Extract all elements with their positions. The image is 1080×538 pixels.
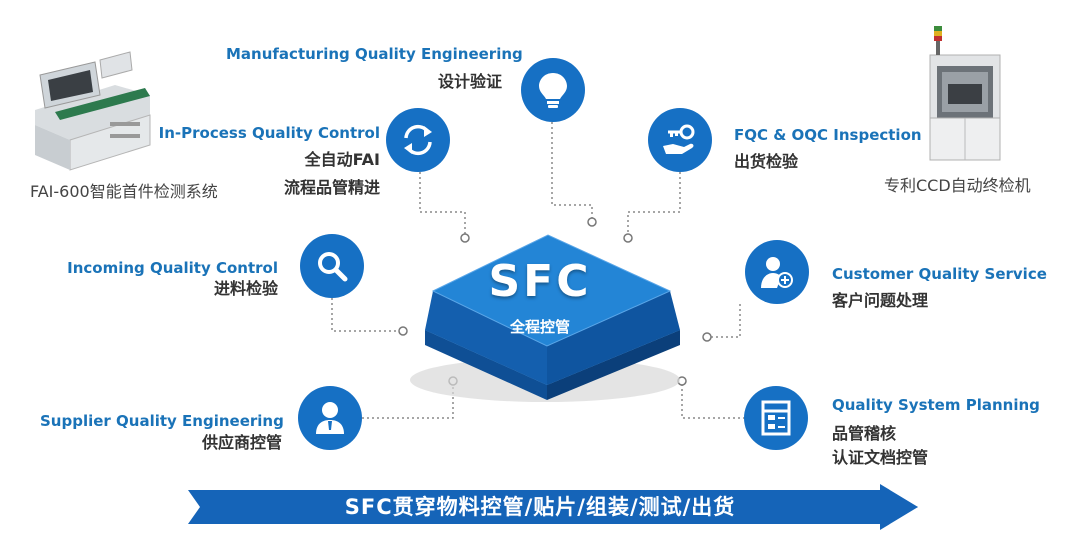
process-banner-text: SFC贯穿物料控管/贴片/组装/测试/出货	[344, 495, 736, 519]
fai-600-machine-image	[35, 51, 151, 171]
node-ipqc-cn-2: 流程品管精进	[283, 178, 380, 197]
connector-dot	[460, 233, 470, 243]
node-ipqc-en: In-Process Quality Control	[158, 124, 380, 142]
node-qsp-cn-2: 认证文档控管	[832, 448, 929, 467]
connector-system	[681, 384, 745, 419]
node-mqe-en: Manufacturing Quality Engineering	[226, 45, 523, 63]
fai-600-caption: FAI-600智能首件检测系统	[30, 182, 218, 201]
process-banner-arrow	[188, 484, 918, 530]
connector-customer	[710, 304, 741, 338]
node-qsp-en: Quality System Planning	[832, 396, 1040, 414]
node-sqe-cn: 供应商控管	[201, 433, 282, 452]
connector-dot	[587, 217, 597, 227]
ccd-machine-caption: 专利CCD自动终检机	[884, 176, 1031, 195]
connector-supplier	[362, 384, 454, 419]
node-qsp-cn-1: 品管稽核	[832, 424, 897, 443]
lightbulb-icon	[521, 58, 585, 122]
node-fqc-cn: 出货检验	[734, 152, 799, 171]
connector-incoming	[331, 298, 400, 332]
magnifier-icon	[300, 234, 364, 298]
node-ipqc-cn-1: 全自动FAI	[304, 150, 380, 169]
node-cqs-cn: 客户问题处理	[832, 291, 929, 310]
node-iqc-en: Incoming Quality Control	[67, 259, 278, 277]
connector-dot	[398, 326, 408, 336]
person-icon	[298, 386, 362, 450]
ccd-inspection-machine-image	[929, 26, 1001, 161]
connector-in-process	[419, 172, 466, 235]
node-cqs-en: Customer Quality Service	[832, 265, 1047, 283]
node-iqc-cn: 进料检验	[213, 279, 278, 298]
connector-top	[551, 122, 593, 218]
sfc-platform	[410, 234, 680, 402]
sfc-title: SFC	[488, 256, 592, 307]
user-plus-icon	[745, 240, 809, 304]
node-sqe-en: Supplier Quality Engineering	[40, 412, 284, 430]
node-fqc-en: FQC & OQC Inspection	[734, 126, 922, 144]
node-mqe-cn: 设计验证	[438, 72, 503, 91]
connector-fqc	[627, 172, 681, 235]
form-document-icon	[744, 386, 808, 450]
connector-dot	[702, 332, 712, 342]
key-hand-icon	[648, 108, 712, 172]
sfc-subtitle: 全程控管	[509, 318, 570, 336]
connector-dot	[623, 233, 633, 243]
refresh-cycle-icon	[386, 108, 450, 172]
